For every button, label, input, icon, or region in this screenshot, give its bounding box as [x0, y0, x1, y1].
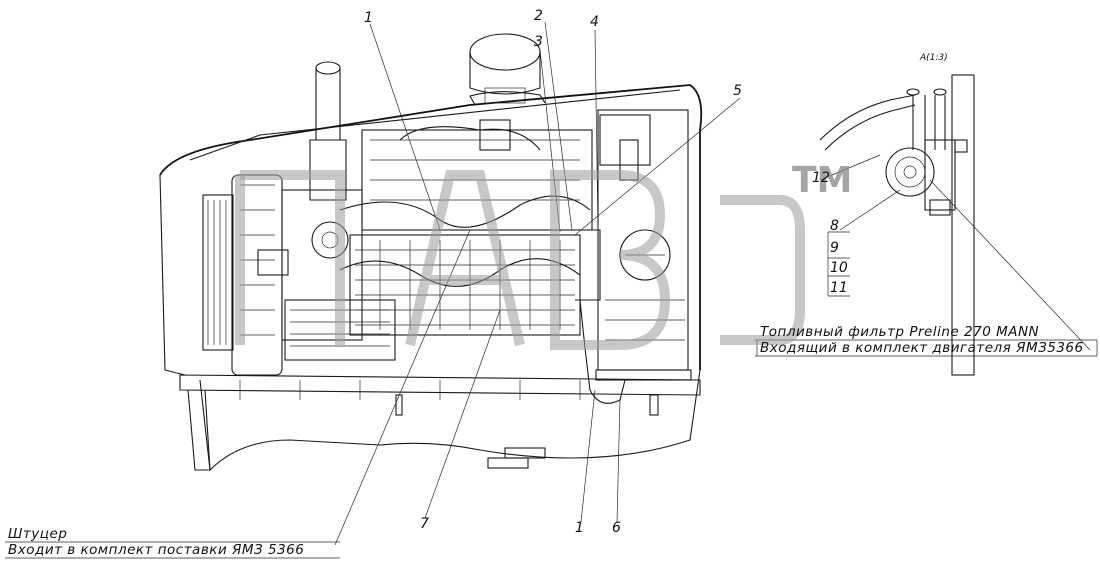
view-label: А(1:3) [919, 53, 948, 63]
callout-8: 8 [830, 218, 839, 234]
detail-view-a [819, 74, 975, 376]
callout-11: 11 [830, 280, 848, 296]
callout-numbers: 1 2 3 4 5 1 6 7 8 9 10 11 12 А(1:3) [364, 8, 948, 536]
notes: Штуцер Входит в комплект поставки ЯМЗ 53… [8, 324, 1084, 558]
callout-5: 5 [733, 83, 742, 99]
callout-9: 9 [830, 240, 839, 256]
filter-note-line2: Входящий в комплект двигателя ЯМЗ5366 [760, 340, 1084, 356]
watermark-logo: TM [235, 160, 852, 350]
fitting-note-line1: Штуцер [8, 526, 67, 542]
hood-outline [159, 84, 703, 472]
fitting-note-line2: Входит в комплект поставки ЯМЗ 5366 [8, 542, 304, 558]
callout-1-bottom: 1 [575, 520, 584, 536]
callout-10: 10 [830, 260, 848, 276]
engine-block [257, 119, 593, 361]
callout-1-top: 1 [364, 10, 373, 26]
callout-12: 12 [812, 170, 830, 186]
watermark-tm: TM [792, 160, 852, 201]
air-filter [469, 33, 541, 104]
note-underlines [5, 339, 1098, 559]
filter-note-line1: Топливный фильтр Preline 270 MANN [760, 324, 1039, 340]
callout-2: 2 [534, 8, 543, 24]
frame-chassis [179, 374, 701, 471]
callout-4: 4 [590, 14, 599, 30]
callout-6: 6 [612, 520, 621, 536]
callout-7: 7 [420, 516, 429, 532]
callout-3: 3 [534, 34, 543, 50]
